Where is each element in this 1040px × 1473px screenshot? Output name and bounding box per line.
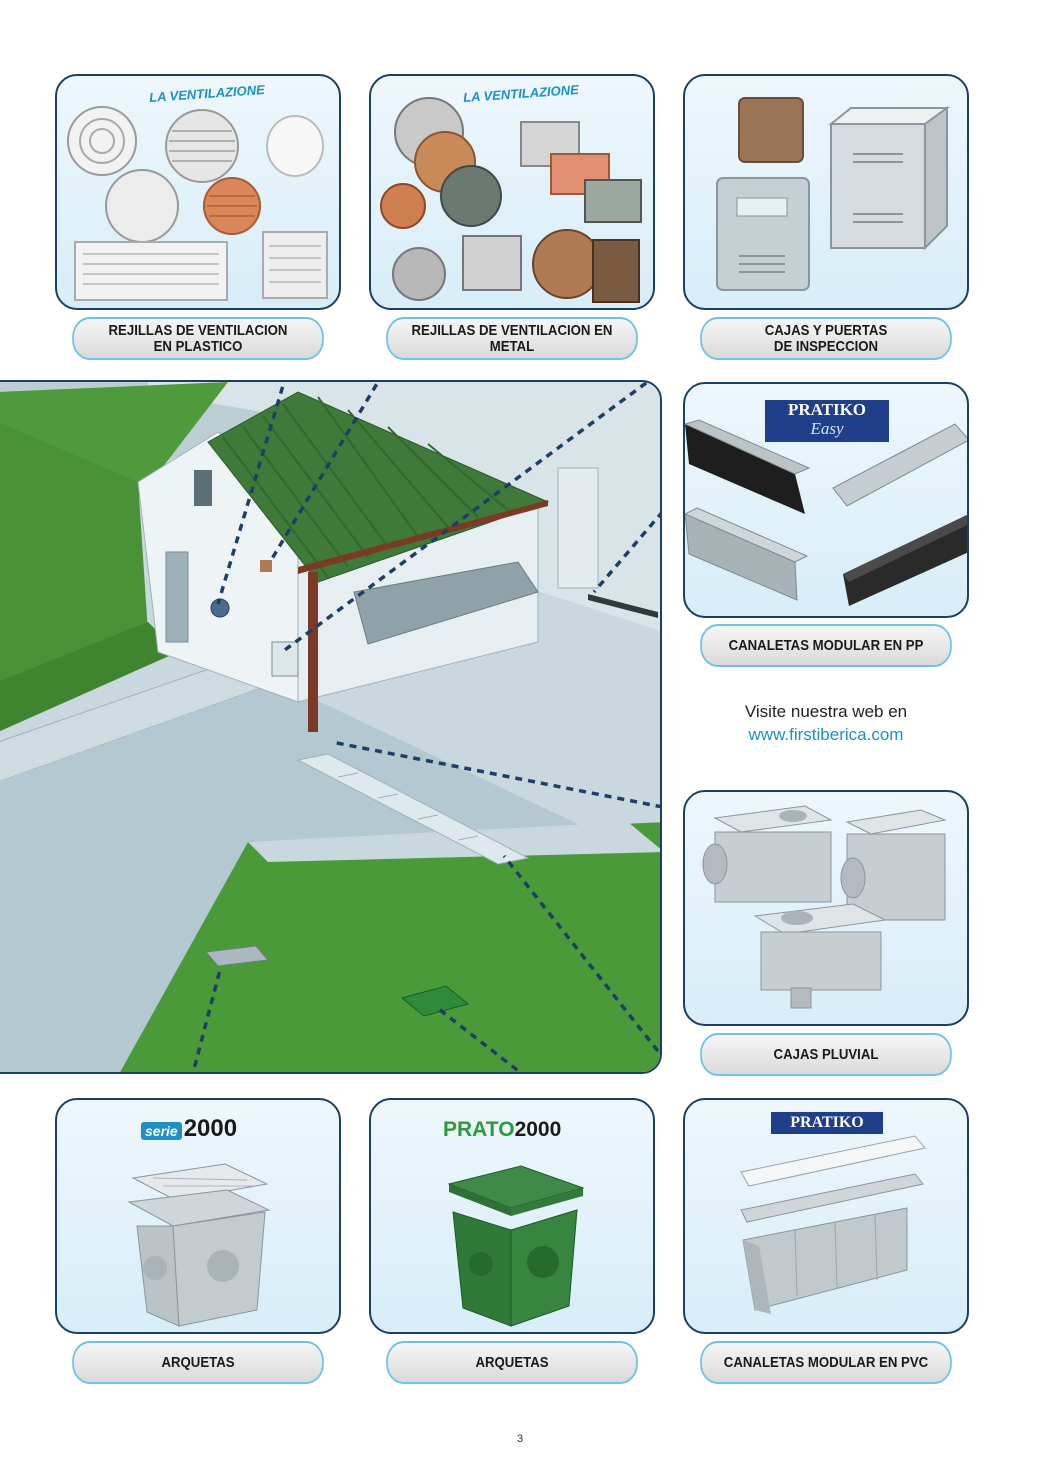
house-illustration <box>0 382 660 1072</box>
metal-grilles-image <box>380 97 642 303</box>
label-pvc-channels: CANALETAS MODULAR EN PVC <box>700 1341 952 1384</box>
house-drainage-scene <box>0 380 662 1074</box>
panel-inspection-boxes <box>683 74 969 310</box>
website-note: Visite nuestra web en www.firstiberica.c… <box>688 700 964 746</box>
plastic-grilles-image <box>67 106 328 301</box>
panel-rain-boxes <box>683 790 969 1026</box>
panel-metal-grilles: LA VENTILAZIONE <box>369 74 655 310</box>
brand-prato2000: PRATO2000 <box>443 1118 562 1141</box>
panel-plastic-grilles: LA VENTILAZIONE <box>55 74 341 310</box>
website-link[interactable]: www.firstiberica.com <box>748 725 904 744</box>
label-plastic-grilles: REJILLAS DE VENTILACION EN PLASTICO <box>72 317 324 360</box>
brand-serie2000: serie 2000 <box>141 1117 237 1141</box>
pp-channels-image <box>685 419 967 606</box>
pvc-channel-image <box>740 1135 926 1314</box>
serie2000-box-image <box>127 1163 271 1327</box>
page-number: 3 <box>516 1433 524 1445</box>
panel-prato2000-arquetas: PRATO2000 <box>369 1098 655 1334</box>
panel-pp-channels: PRATIKO Easy <box>683 382 969 618</box>
website-text: Visite nuestra web en <box>744 702 908 721</box>
inspection-boxes-image <box>716 97 951 291</box>
label-prato2000-arquetas: ARQUETAS <box>386 1341 638 1384</box>
label-inspection-boxes: CAJAS Y PUERTAS DE INSPECCION <box>700 317 952 360</box>
label-pp-channels: CANALETAS MODULAR EN PP <box>700 624 952 667</box>
brand-pratiko-easy: PRATIKO Easy <box>765 400 889 442</box>
label-metal-grilles: REJILLAS DE VENTILACION EN METAL <box>386 317 638 360</box>
panel-serie2000-arquetas: serie 2000 <box>55 1098 341 1334</box>
brand-pratiko: PRATIKO <box>771 1112 883 1134</box>
prato2000-box-image <box>447 1165 585 1327</box>
rain-boxes-image <box>702 805 947 1009</box>
panel-pvc-channels: PRATIKO <box>683 1098 969 1334</box>
label-rain-boxes: CAJAS PLUVIAL <box>700 1033 952 1076</box>
label-serie2000-arquetas: ARQUETAS <box>72 1341 324 1384</box>
